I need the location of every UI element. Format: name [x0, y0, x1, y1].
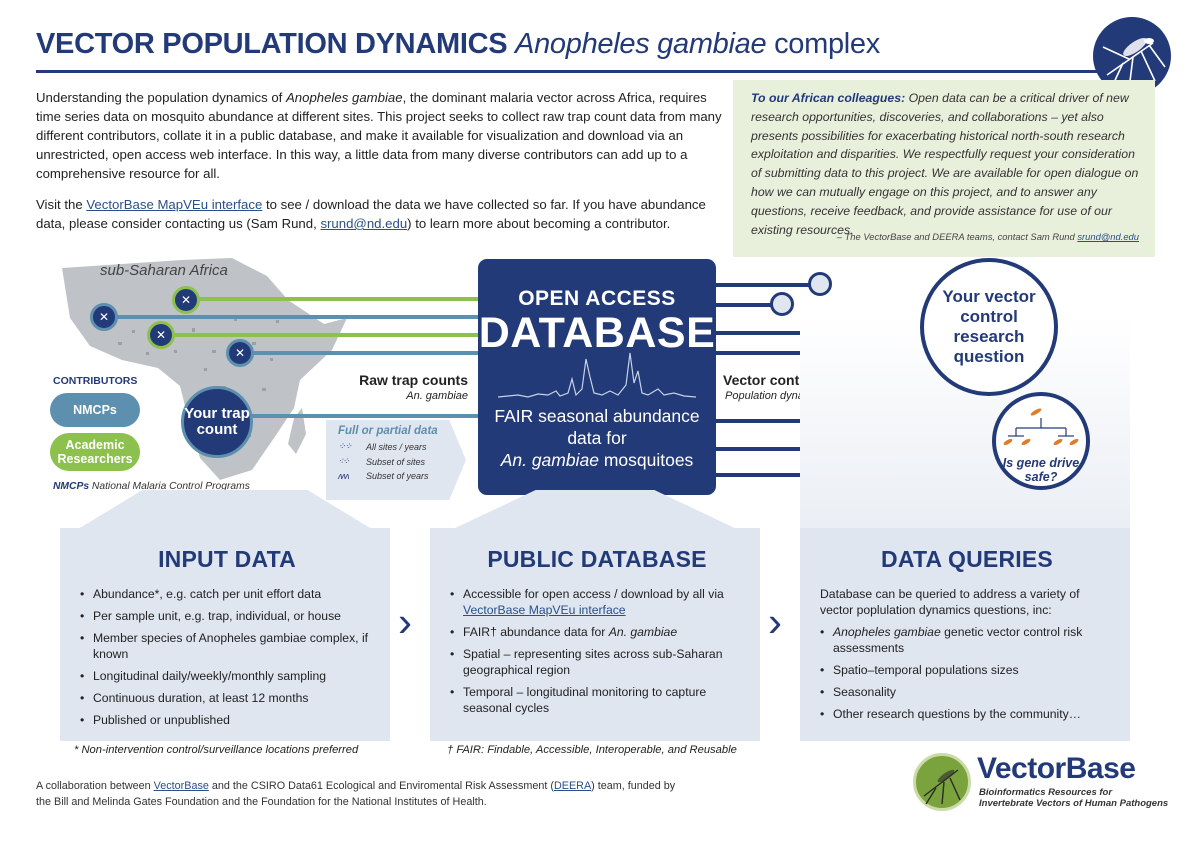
list-item: Seasonality [820, 684, 1114, 700]
nmcp-badge: NMCPs [50, 393, 140, 427]
output-node-icon [808, 272, 832, 296]
data-queries-title: DATA QUERIES [881, 546, 1053, 572]
mosquito-tree-icon [1003, 408, 1079, 446]
vectorbase-link[interactable]: VectorBase [153, 780, 209, 792]
list-item: Temporal – longitudinal monitoring to ca… [450, 684, 744, 716]
open-access-database: OPEN ACCESS DATABASE FAIR seasonal abund… [478, 259, 716, 495]
chevron-right-icon: › [398, 598, 412, 645]
footer-credits: A collaboration between VectorBase and t… [36, 780, 676, 808]
vectorbase-brand-name: VectorBase [977, 752, 1136, 785]
title-rule [36, 70, 1111, 73]
subset-sites-icon: ⁖⁘ [338, 456, 350, 466]
fp-sites-label: Subset of sites [366, 456, 426, 467]
all-sites-icon: ⁘⁘ [338, 441, 352, 451]
db-open-access-label: OPEN ACCESS [518, 287, 676, 310]
full-partial-data-box: Full or partial data ⁘⁘ All sites / years… [326, 420, 466, 500]
nmcp-definition: NMCPs National Malaria Control Programs [53, 481, 250, 492]
mapveu-link[interactable]: VectorBase MapVEu interface [463, 603, 626, 617]
list-item: Longitudinal daily/weekly/monthly sampli… [80, 668, 374, 684]
raw-trap-label: Raw trap counts [359, 372, 468, 388]
title-species: Anopheles gambiae [515, 28, 767, 60]
vectorbase-logo-icon [913, 753, 971, 811]
abundance-spark-icon [498, 352, 696, 398]
map-region-label: sub-Saharan Africa [100, 262, 228, 279]
list-item: Anopheles gambiae genetic vector control… [820, 624, 1114, 656]
data-queries-panel: DATA QUERIES Database can be queried to … [800, 528, 1130, 741]
contributors-title: CONTRIBUTORS [53, 375, 138, 387]
african-colleagues-note: To our African colleagues: Open data can… [733, 80, 1155, 257]
db-database-label: DATABASE [478, 309, 716, 357]
sign-email-link[interactable]: srund@nd.edu [1077, 231, 1139, 242]
gene-drive-bubble [992, 392, 1090, 490]
page-title: VECTOR POPULATION DYNAMICS Anopheles gam… [36, 28, 880, 61]
research-question-bubble: Your vector control research question [920, 258, 1058, 396]
mapveu-link[interactable]: VectorBase MapVEu interface [86, 197, 263, 212]
public-database-title: PUBLIC DATABASE [487, 546, 707, 572]
mosquito-pin-icon: ✕ [226, 339, 254, 367]
input-data-panel: INPUT DATA Abundance*, e.g. catch per un… [60, 528, 390, 741]
chevron-right-icon: › [768, 598, 782, 645]
output-node-icon [770, 292, 794, 316]
title-main: VECTOR POPULATION DYNAMICS [36, 28, 508, 60]
flow-line [716, 419, 844, 423]
list-item: Published or unpublished [80, 712, 374, 728]
list-item: Accessible for open access / download by… [450, 586, 744, 618]
list-item: Other research questions by the communit… [820, 706, 1114, 722]
flow-line [716, 473, 826, 477]
flow-line [716, 283, 812, 287]
full-partial-title: Full or partial data [338, 425, 438, 437]
deera-link[interactable]: DEERA [553, 780, 592, 792]
flow-line [184, 297, 478, 301]
mosquito-pin-icon: ✕ [90, 303, 118, 331]
flow-line [240, 351, 478, 355]
fp-all-label: All sites / years [366, 441, 427, 452]
queries-intro: Database can be queried to address a var… [820, 587, 1080, 617]
contact-paragraph: Visit the VectorBase MapVEu interface to… [36, 197, 706, 231]
list-item: Abundance*, e.g. catch per unit effort d… [80, 586, 374, 602]
list-item: Continuous duration, at least 12 months [80, 690, 374, 706]
mosquito-pin-icon: ✕ [172, 286, 200, 314]
flow-line [104, 315, 478, 319]
academic-badge: Academic Researchers [50, 433, 140, 471]
raw-trap-species: An. gambiae [406, 390, 468, 402]
list-item: Member species of Anopheles gambiae comp… [80, 630, 374, 662]
flow-line [250, 414, 478, 418]
colleagues-lead: To our African colleagues: [751, 91, 906, 105]
fair-footnote: † FAIR: Findable, Accessible, Interopera… [447, 744, 737, 756]
mosquito-pin-icon: ✕ [147, 321, 175, 349]
colleagues-signature: – The VectorBase and DEERA teams, contac… [836, 231, 1139, 242]
intro-paragraph: Understanding the population dynamics of… [36, 90, 722, 181]
flow-line [716, 303, 774, 307]
list-item: Per sample unit, e.g. trap, individual, … [80, 608, 374, 624]
email-link[interactable]: srund@nd.edu [320, 216, 408, 231]
your-trap-count-badge: Your trap count [181, 386, 253, 458]
gene-drive-question: Is gene drive safe? [1002, 456, 1080, 484]
title-suffix: complex [774, 28, 880, 60]
flow-line [160, 333, 478, 337]
public-database-panel: PUBLIC DATABASE Accessible for open acce… [430, 528, 760, 741]
list-item: Spatial – representing sites across sub-… [450, 646, 744, 678]
subset-years-icon: ʌʌʌ [338, 471, 350, 481]
fp-years-label: Subset of years [366, 471, 429, 481]
input-footnote: * Non-intervention control/surveillance … [74, 744, 359, 756]
colleagues-body: Open data can be a critical driver of ne… [751, 91, 1139, 237]
input-data-title: INPUT DATA [158, 546, 296, 572]
list-item: Spatio–temporal populations sizes [820, 662, 1114, 678]
list-item: FAIR† abundance data for An. gambiae [450, 624, 744, 640]
